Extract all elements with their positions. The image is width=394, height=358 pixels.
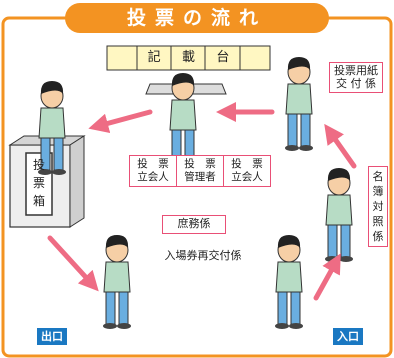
ballot-box-char-1: 投 bbox=[32, 158, 45, 172]
official-cell-3: 投 票 立会人 bbox=[224, 156, 270, 186]
official-3-line2: 立会人 bbox=[231, 171, 263, 183]
desk-sign-frame bbox=[106, 45, 271, 71]
ballot-staff-label: 投票用紙 交 付 係 bbox=[329, 62, 383, 94]
roster-char-1: 名 bbox=[372, 170, 384, 183]
roster-char-4: 照 bbox=[372, 215, 384, 228]
ballot-box-char-2: 票 bbox=[32, 176, 45, 190]
desk-char-3: 台 bbox=[216, 50, 230, 65]
roster-char-3: 対 bbox=[372, 200, 384, 213]
shomu-label: 庶務係 bbox=[162, 215, 226, 234]
official-1-line1: 投 票 bbox=[137, 158, 169, 170]
officials-table: 投 票 立会人 投 票 管理者 投 票 立会人 bbox=[129, 155, 271, 187]
entering-voter bbox=[274, 234, 304, 330]
reissue-label: 入場券再交付係 bbox=[164, 249, 242, 262]
roster-char-2: 簿 bbox=[372, 185, 384, 198]
desk-char-2: 載 bbox=[181, 50, 195, 65]
ballot-staff-person bbox=[284, 56, 314, 152]
ballot-box-label: 投 票 箱 bbox=[26, 156, 52, 210]
diagram-title: 投票の流れ bbox=[65, 3, 329, 33]
official-cell-2: 投 票 管理者 bbox=[177, 156, 224, 186]
flow-arrow-to-roster bbox=[313, 253, 341, 301]
flow-arrow-to-box bbox=[88, 109, 153, 134]
official-2-line1: 投 票 bbox=[184, 158, 216, 170]
exiting-voter bbox=[102, 234, 132, 330]
official-3-line1: 投 票 bbox=[231, 158, 263, 170]
ballot-staff-line2: 交 付 係 bbox=[336, 76, 376, 90]
roster-staff-label: 名 簿 対 照 係 bbox=[368, 166, 388, 247]
entrance-sign: 入口 bbox=[333, 328, 363, 345]
roster-char-5: 係 bbox=[372, 230, 384, 243]
official-cell-1: 投 票 立会人 bbox=[130, 156, 177, 186]
flow-arrow-exit bbox=[47, 235, 99, 292]
roster-staff-person bbox=[324, 167, 354, 263]
official-2-line2: 管理者 bbox=[184, 171, 216, 183]
desk-sign: 記 載 台 bbox=[137, 48, 240, 68]
ballot-box-char-3: 箱 bbox=[32, 194, 45, 208]
ballot-staff-line1: 投票用紙 bbox=[334, 64, 378, 77]
official-1-line2: 立会人 bbox=[137, 171, 169, 183]
flow-arrow-to-ballot bbox=[324, 123, 357, 169]
voter-at-desk bbox=[168, 72, 198, 168]
exit-sign: 出口 bbox=[37, 328, 67, 345]
desk-char-1: 記 bbox=[147, 50, 161, 65]
